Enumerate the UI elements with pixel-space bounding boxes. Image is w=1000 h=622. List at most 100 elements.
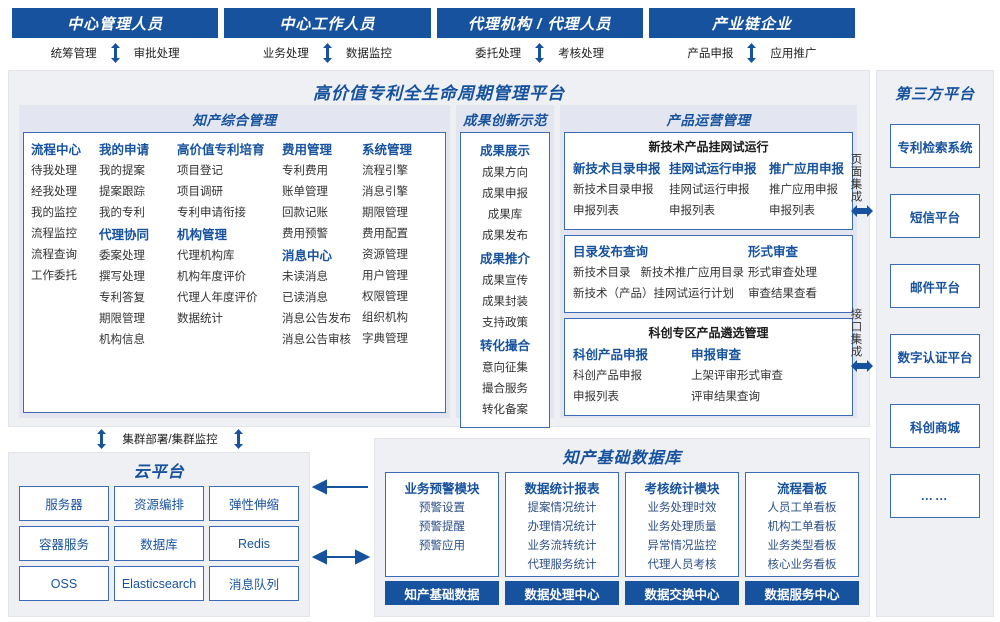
menu-item[interactable]: 我的监控: [31, 207, 77, 219]
role-link[interactable]: 应用推广: [770, 48, 817, 60]
cloud-resource-cell[interactable]: 数据库: [114, 526, 204, 561]
database-card-item[interactable]: 业务处理质量: [647, 521, 717, 533]
menu-item[interactable]: 已读消息: [282, 292, 328, 304]
menu-item[interactable]: 期限管理: [362, 207, 408, 219]
role-bar-3[interactable]: 产业链企业: [648, 8, 855, 38]
database-card-item[interactable]: 机构工单看板: [767, 521, 837, 533]
role-link[interactable]: 统筹管理: [50, 48, 97, 60]
menu-item[interactable]: 专利申请衔接: [177, 207, 246, 219]
menu-item[interactable]: 成果库: [487, 209, 523, 221]
menu-item[interactable]: 成果方向: [482, 167, 528, 179]
menu-item[interactable]: 账单管理: [282, 186, 328, 198]
role-link[interactable]: 业务处理: [262, 48, 309, 60]
cloud-resource-cell[interactable]: Redis: [209, 526, 299, 561]
cloud-resource-cell[interactable]: 资源编排: [114, 486, 204, 521]
menu-item[interactable]: 消息公告审核: [282, 334, 351, 346]
menu-item[interactable]: 项目登记: [177, 165, 223, 177]
menu-item[interactable]: 我的提案: [99, 165, 145, 177]
cloud-resource-cell[interactable]: 弹性伸缩: [209, 486, 299, 521]
database-card-item[interactable]: 业务流转统计: [527, 540, 597, 552]
menu-item[interactable]: 权限管理: [362, 291, 408, 303]
database-footer-chip[interactable]: 知产基础数据: [385, 581, 499, 605]
cloud-resource-cell[interactable]: 服务器: [19, 486, 109, 521]
menu-item[interactable]: 机构信息: [99, 334, 145, 346]
menu-item[interactable]: 转化备案: [482, 404, 528, 416]
menu-item[interactable]: 提案跟踪: [99, 186, 145, 198]
database-footer-chip[interactable]: 数据服务中心: [745, 581, 859, 605]
cloud-resource-cell[interactable]: Elasticsearch: [114, 566, 204, 601]
menu-item[interactable]: 新技术推广应用目录: [640, 267, 745, 279]
database-card-item[interactable]: 人员工单看板: [767, 502, 837, 514]
third-party-item-3[interactable]: 数字认证平台: [890, 334, 980, 378]
database-card-item[interactable]: 预警设置: [419, 502, 465, 514]
menu-item[interactable]: 申报列表: [769, 205, 815, 217]
menu-item[interactable]: 申报列表: [669, 205, 715, 217]
third-party-item-0[interactable]: 专利检索系统: [890, 124, 980, 168]
menu-item[interactable]: 成果封装: [482, 296, 528, 308]
menu-item[interactable]: 字典管理: [362, 333, 408, 345]
menu-item[interactable]: 未读消息: [282, 271, 328, 283]
menu-item[interactable]: 代理机构库: [177, 250, 235, 262]
role-link[interactable]: 委托处理: [475, 48, 522, 60]
database-card-item[interactable]: 业务类型看板: [767, 540, 837, 552]
database-card-item[interactable]: 预警应用: [419, 540, 465, 552]
menu-item[interactable]: 组织机构: [362, 312, 408, 324]
database-footer-chip[interactable]: 数据交换中心: [625, 581, 739, 605]
menu-item[interactable]: 挂网试运行申报: [669, 184, 750, 196]
menu-item[interactable]: 代理人年度评价: [177, 292, 258, 304]
menu-item[interactable]: 成果申报: [482, 188, 528, 200]
menu-item[interactable]: 数据统计: [177, 313, 223, 325]
menu-item[interactable]: 项目调研: [177, 186, 223, 198]
menu-item[interactable]: 待我处理: [31, 165, 77, 177]
menu-item[interactable]: 用户管理: [362, 270, 408, 282]
menu-item[interactable]: 消息引擎: [362, 186, 408, 198]
menu-item[interactable]: 费用配置: [362, 228, 408, 240]
menu-item[interactable]: 流程引擎: [362, 165, 408, 177]
menu-item[interactable]: 经我处理: [31, 186, 77, 198]
third-party-item-2[interactable]: 邮件平台: [890, 264, 980, 308]
cloud-resource-cell[interactable]: 消息队列: [209, 566, 299, 601]
cloud-resource-cell[interactable]: 容器服务: [19, 526, 109, 561]
menu-item[interactable]: 撰写处理: [99, 271, 145, 283]
menu-item[interactable]: 成果发布: [482, 230, 528, 242]
menu-item[interactable]: 科创产品申报: [573, 370, 642, 382]
database-card-item[interactable]: 代理服务统计: [527, 559, 597, 571]
menu-item[interactable]: 机构年度评价: [177, 271, 246, 283]
menu-item[interactable]: 消息公告发布: [282, 313, 351, 325]
role-link[interactable]: 产品申报: [687, 48, 734, 60]
menu-item[interactable]: 费用预警: [282, 228, 328, 240]
database-card-item[interactable]: 提案情况统计: [527, 502, 597, 514]
menu-item[interactable]: 申报列表: [573, 391, 619, 403]
menu-item[interactable]: 委案处理: [99, 250, 145, 262]
third-party-item-5[interactable]: ……: [890, 474, 980, 518]
role-link[interactable]: 数据监控: [345, 48, 392, 60]
menu-item[interactable]: 新技术目录: [573, 267, 631, 279]
menu-item[interactable]: 专利费用: [282, 165, 328, 177]
database-card-item[interactable]: 代理人员考核: [647, 559, 717, 571]
role-link[interactable]: 考核处理: [558, 48, 605, 60]
role-bar-1[interactable]: 中心工作人员: [224, 8, 431, 38]
menu-item[interactable]: 申报列表: [573, 205, 619, 217]
database-footer-chip[interactable]: 数据处理中心: [505, 581, 619, 605]
role-link[interactable]: 审批处理: [133, 48, 180, 60]
cloud-resource-cell[interactable]: OSS: [19, 566, 109, 601]
menu-item[interactable]: 资源管理: [362, 249, 408, 261]
menu-item[interactable]: 意向征集: [482, 362, 528, 374]
menu-item[interactable]: 成果宣传: [482, 275, 528, 287]
menu-item[interactable]: 上架评审形式审查: [691, 370, 783, 382]
database-card-item[interactable]: 业务处理时效: [647, 502, 717, 514]
menu-item[interactable]: 形式审查处理: [748, 267, 817, 279]
menu-item[interactable]: 评审结果查询: [691, 391, 760, 403]
menu-item[interactable]: 工作委托: [31, 270, 77, 282]
menu-item[interactable]: 推广应用申报: [769, 184, 838, 196]
database-card-item[interactable]: 异常情况监控: [647, 540, 717, 552]
third-party-item-4[interactable]: 科创商城: [890, 404, 980, 448]
menu-item[interactable]: 流程查询: [31, 249, 77, 261]
third-party-item-1[interactable]: 短信平台: [890, 194, 980, 238]
menu-item[interactable]: 期限管理: [99, 313, 145, 325]
menu-item[interactable]: 支持政策: [482, 317, 528, 329]
menu-item[interactable]: 回款记账: [282, 207, 328, 219]
menu-item[interactable]: 我的专利: [99, 207, 145, 219]
database-card-item[interactable]: 核心业务看板: [767, 559, 837, 571]
database-card-item[interactable]: 办理情况统计: [527, 521, 597, 533]
